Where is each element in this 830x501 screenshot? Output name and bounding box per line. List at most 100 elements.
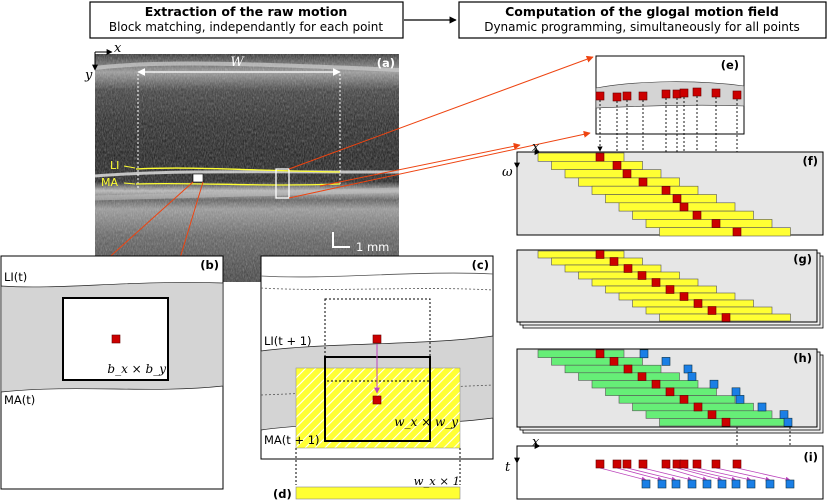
i-point-t <box>612 459 622 469</box>
h-point <box>707 410 717 419</box>
i-link <box>599 467 647 482</box>
panel-a-label: (a) <box>377 56 395 70</box>
f-x-label: x <box>532 140 540 155</box>
header: Extraction of the raw motion Block match… <box>89 1 827 39</box>
i-link <box>642 467 693 482</box>
e-point <box>638 91 648 101</box>
i-point-t1 <box>765 479 775 489</box>
dp-band <box>618 202 736 212</box>
h-point <box>665 387 675 397</box>
dp-band <box>591 278 699 287</box>
dp-band <box>632 402 754 412</box>
panel-b-label: (b) <box>200 258 219 272</box>
panel-d: (d) w_x × 1 <box>273 474 461 501</box>
header-right-subtitle: Dynamic programming, simultaneously for … <box>484 20 800 34</box>
panel-c: LI(t + 1) MA(t + 1) w_x × w_y (c) <box>260 255 494 485</box>
g-point <box>679 292 689 301</box>
e-points <box>595 87 742 102</box>
i-link <box>676 467 723 482</box>
i-point-t1 <box>717 479 727 489</box>
f-point <box>672 194 682 203</box>
f-point <box>732 227 742 237</box>
e-point <box>661 89 671 99</box>
i-point-t1 <box>671 479 681 489</box>
dp-band <box>591 380 699 389</box>
i-point-t <box>679 459 689 469</box>
h-bands <box>537 349 793 427</box>
dp-band <box>537 250 625 259</box>
i-link <box>715 467 771 482</box>
g-point <box>707 306 717 315</box>
column-strip <box>295 486 461 500</box>
h-optimal-point <box>709 379 719 389</box>
li-t1-label: LI(t + 1) <box>264 334 312 348</box>
column-marker <box>275 168 290 199</box>
panel-i: x t (i) <box>505 435 824 500</box>
dp-band <box>537 349 625 358</box>
i-t-label: t <box>505 460 511 475</box>
strip-size-label: w_x × 1 <box>414 474 460 488</box>
f-point <box>622 169 632 179</box>
dp-band <box>537 152 625 162</box>
ultrasound-speckle <box>95 54 399 282</box>
f-point <box>612 161 622 170</box>
panel-h: (h) <box>516 348 824 434</box>
i-points <box>595 459 795 489</box>
dp-band <box>645 219 773 228</box>
i-point-t <box>661 459 671 469</box>
h-optimal-point <box>683 364 693 374</box>
dp-band <box>591 185 699 195</box>
i-point-t <box>711 459 721 469</box>
dp-band <box>605 387 717 396</box>
h-optimal-point <box>661 357 671 366</box>
i-link <box>736 467 791 482</box>
f-point <box>692 210 702 220</box>
dp-band <box>551 257 643 266</box>
i-point-t1 <box>731 479 741 489</box>
h-point <box>609 357 619 366</box>
e-point <box>732 90 742 100</box>
dp-band <box>578 372 680 381</box>
dp-band <box>632 299 754 308</box>
panel-a-ultrasound: x y W LI MA 1 mm (a) <box>84 41 400 282</box>
h-optimal-point <box>783 417 793 427</box>
h-point <box>623 364 633 374</box>
li-label: LI <box>110 159 119 172</box>
dp-band <box>551 161 643 170</box>
h-point <box>637 372 647 381</box>
h-optimal-point <box>779 410 789 419</box>
e-point <box>595 91 605 101</box>
dp-band <box>564 364 662 374</box>
panel-h-label: (h) <box>793 351 812 365</box>
panel-f-label: (f) <box>802 154 818 168</box>
ma-label: MA <box>101 176 118 189</box>
i-link <box>696 467 752 482</box>
g-point <box>665 285 675 294</box>
ma-curve <box>135 182 341 186</box>
h-point <box>595 349 605 359</box>
panel-b: LI(t) MA(t) b_x × b_y (b) <box>0 255 224 490</box>
dp-band <box>618 395 736 404</box>
i-point-t1 <box>687 479 697 489</box>
panel-f: x ω (f) <box>502 140 824 237</box>
i-point-t <box>692 459 702 469</box>
i-link <box>626 467 677 482</box>
i-point-t1 <box>641 479 651 489</box>
li-t-label: LI(t) <box>4 270 27 284</box>
h-optimal-point <box>639 349 649 359</box>
panel-g: (g) <box>516 249 824 329</box>
g-point <box>693 299 703 308</box>
header-left-box <box>89 1 404 39</box>
search-region <box>295 367 461 449</box>
f-point <box>679 202 689 212</box>
dp-band <box>578 177 680 187</box>
dp-band <box>618 292 736 301</box>
i-point-t <box>732 459 742 469</box>
i-point-t1 <box>746 479 756 489</box>
i-x-label: x <box>532 435 540 450</box>
header-left-subtitle: Block matching, independantly for each p… <box>109 20 383 34</box>
h-optimal-point <box>687 372 697 381</box>
g-bands <box>537 250 791 322</box>
h-optimal-point <box>757 402 767 412</box>
